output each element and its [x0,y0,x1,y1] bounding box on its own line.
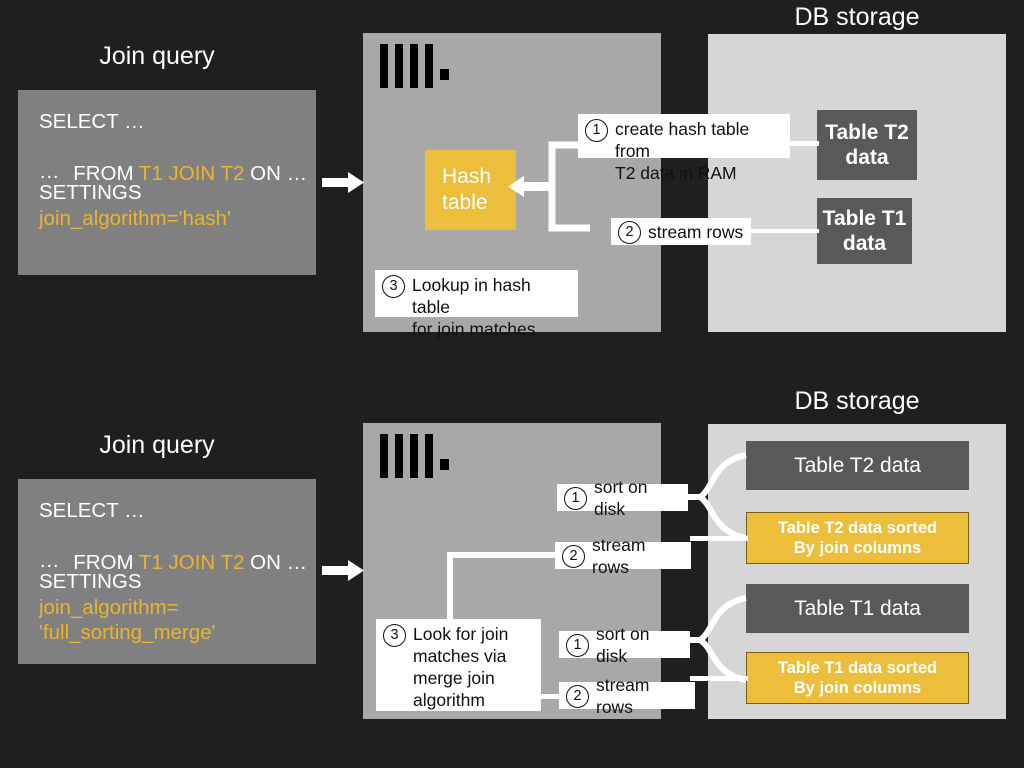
bottom-table-t2-sorted-box: Table T2 data sorted By join columns [746,512,969,564]
bottom-query-on: ON … [244,550,308,574]
bottom-query-line-2: FROM T1 JOIN T2 ON … [39,524,307,601]
hash-table-box: Hash table [425,150,516,230]
callout-number: 1 [564,486,587,510]
clickhouse-logo-top [380,44,450,88]
callout-number: 3 [383,624,406,647]
callout-text: stream rows [596,674,650,717]
callout-number: 2 [562,544,585,568]
top-query-from: FROM [73,161,139,185]
bottom-callout-sort-t1: 1 sort on disk [559,624,690,666]
table-t2-data-box: Table T2 data [817,110,917,180]
bottom-callout-stream-t1: 2 stream rows [559,675,695,717]
callout-number: 2 [618,220,641,244]
bottom-query-join-clause: T1 JOIN T2 [138,550,245,574]
top-callout-1: 1 create hash table from T2 data in RAM [578,114,790,183]
callout-number: 2 [566,684,589,708]
bottom-query-line-6: 'full_sorting_merge' [39,621,216,644]
top-query-box: SELECT … FROM T1 JOIN T2 ON … … SETTINGS… [18,90,316,275]
top-query-line-5: join_algorithm='hash' [39,207,231,230]
bottom-query-line-4: SETTINGS [39,570,142,593]
top-callout-2: 2 stream rows [611,218,751,245]
top-join-query-title: Join query [99,42,215,70]
bottom-query-line-1: SELECT … [39,499,145,522]
callout-text: stream rows [592,534,646,577]
callout-number: 3 [382,275,405,298]
bottom-table-t1-sorted-box: Table T1 data sorted By join columns [746,652,969,704]
bottom-callout-sort-t2: 1 sort on disk [557,477,688,519]
bottom-query-line-3: … [39,549,60,572]
bottom-callout-merge-join: 3 Look for join matches via merge join a… [376,619,541,711]
bottom-query-box: SELECT … FROM T1 JOIN T2 ON … … SETTINGS… [18,479,316,664]
callout-number: 1 [566,633,589,657]
callout-text: sort on disk [594,476,648,519]
bottom-query-to-server-arrow [322,560,364,581]
bottom-query-line-5: join_algorithm= [39,596,179,619]
callout-number: 1 [585,119,608,142]
bottom-join-query-title: Join query [99,431,215,459]
bottom-table-t2-data-box: Table T2 data [746,441,969,490]
top-db-storage-title: DB storage [794,3,920,31]
top-query-line-2: FROM T1 JOIN T2 ON … [39,135,307,212]
top-query-line-1: SELECT … [39,110,145,133]
bottom-callout-stream-t2: 2 stream rows [555,535,691,577]
callout-text: sort on disk [596,623,650,666]
bottom-db-storage-title: DB storage [794,387,920,415]
clickhouse-logo-bottom [380,434,450,478]
top-query-line-4: SETTINGS [39,181,142,204]
callout-text: stream rows [648,221,744,242]
query-to-server-arrow [322,172,364,193]
bottom-table-t1-data-box: Table T1 data [746,584,969,633]
bottom-query-from: FROM [73,550,139,574]
callout-text: Lookup in hash table for join matches [412,275,536,339]
top-storage-panel [708,34,1006,332]
top-callout-3: 3 Lookup in hash table for join matches [375,270,578,339]
top-query-line-3: … [39,160,60,183]
callout-text: Look for join matches via merge join alg… [413,624,509,710]
top-query-on: ON … [244,161,308,185]
callout-text: create hash table from T2 data in RAM [615,119,750,183]
table-t1-data-box: Table T1 data [817,198,912,264]
top-query-join-clause: T1 JOIN T2 [138,161,245,185]
